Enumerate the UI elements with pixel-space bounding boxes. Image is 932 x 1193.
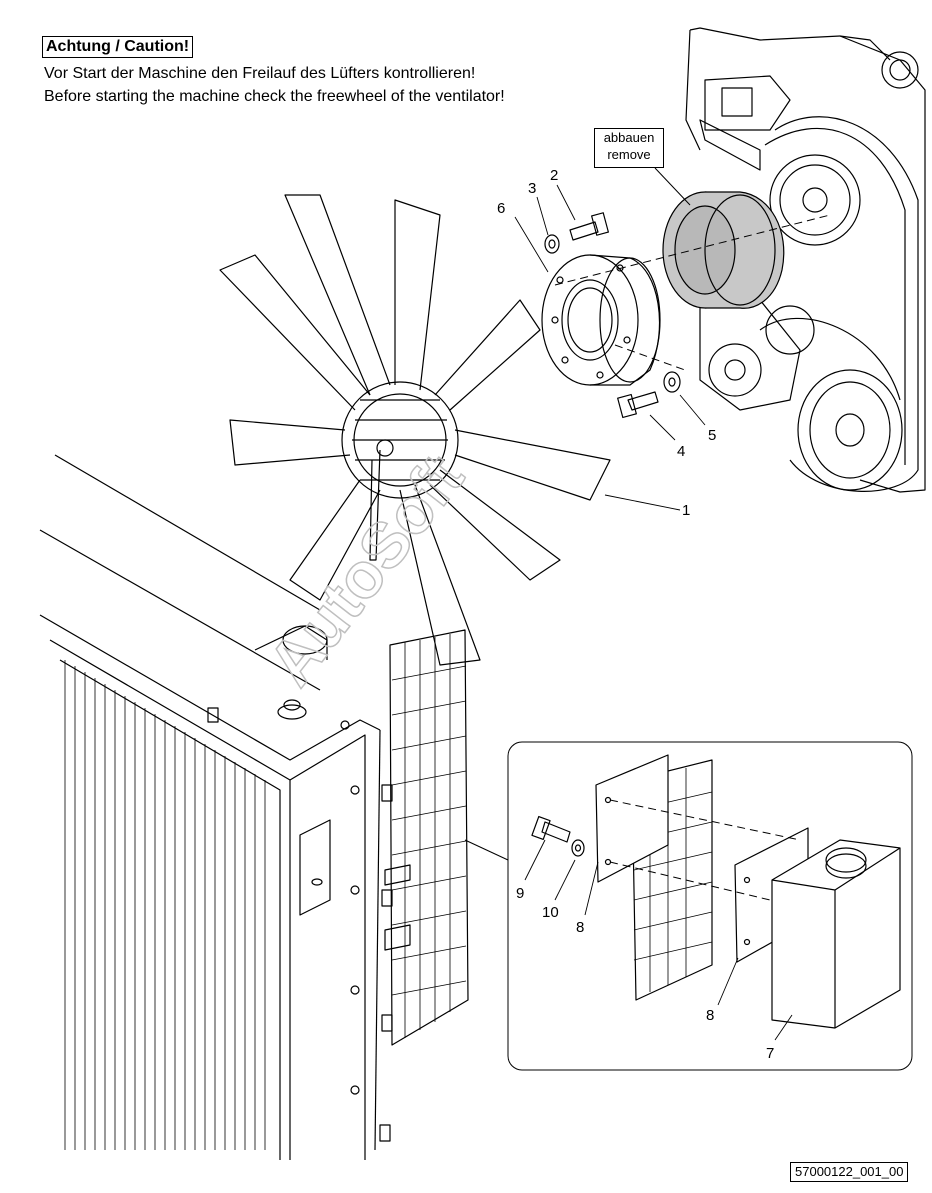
old-fan-hub: [662, 191, 785, 309]
caution-text-english: Before starting the machine check the fr…: [44, 88, 505, 105]
figure-id: 57000122_001_00: [790, 1162, 909, 1182]
callout-number: 1: [682, 502, 690, 519]
remove-label: abbauen remove: [594, 128, 664, 168]
callout-number: 7: [766, 1045, 774, 1062]
washer-3: [544, 234, 560, 254]
remove-label-english: remove: [607, 147, 651, 162]
protective-grille: [374, 629, 469, 1151]
callout-number: 2: [550, 167, 558, 184]
screw-4: [617, 391, 659, 419]
remove-label-german: abbauen: [603, 130, 655, 145]
engine-assembly: [685, 27, 926, 493]
callout-number: 10: [542, 904, 559, 921]
fan-assembly: [219, 194, 611, 666]
callout-number: 9: [516, 885, 524, 902]
callout-numbers: 1 2 3 4 5 6 7 8 8 9 10: [497, 167, 774, 1062]
callout-number: 4: [677, 443, 685, 460]
callout-number: 6: [497, 200, 505, 217]
radiator: [39, 454, 381, 1160]
gasket-plate-front: [595, 754, 669, 883]
caution-text-german: Vor Start der Maschine den Freilauf des …: [44, 65, 476, 82]
spacer-flange: [541, 254, 661, 386]
screw-2: [569, 212, 609, 241]
washer-10: [571, 839, 585, 857]
screw-9: [531, 815, 571, 843]
cover-box: [771, 839, 901, 1029]
callout-number: 3: [528, 180, 536, 197]
callout-number: 8: [576, 919, 584, 936]
callout-number: 5: [708, 427, 716, 444]
detail-inset-frame: [507, 741, 913, 1071]
caution-title: Achtung / Caution!: [42, 36, 194, 58]
washer-5: [663, 371, 681, 393]
callout-number: 8: [706, 1007, 714, 1024]
inset-grille: [631, 759, 713, 1001]
